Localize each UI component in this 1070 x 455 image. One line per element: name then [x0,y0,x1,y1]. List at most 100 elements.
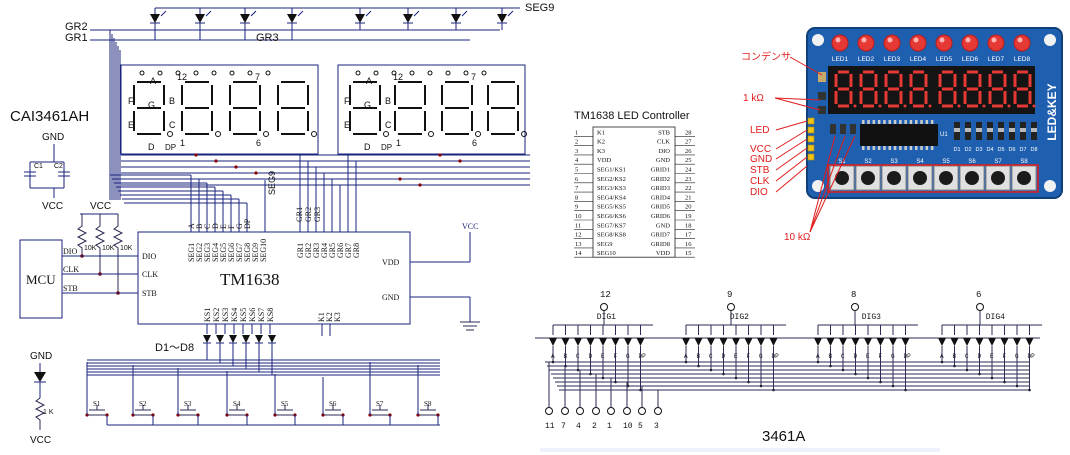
led-diode [150,14,160,23]
chip-pins: SEG1ASEG2BSEG3CSEG4DSEG5ESEG6FSEG7GSEG8D… [187,218,361,336]
board-digit [1013,70,1032,108]
seg-diode [901,338,910,346]
seg-diode [864,338,872,346]
seven-segment-digit [394,81,426,135]
chip-gr-pin: GR6 [336,243,345,258]
pinout-right-num: 16 [685,241,692,248]
pinout-right-name: GRID5 [651,204,670,211]
switch-label: S3 [184,400,192,408]
board-digit [988,70,1007,108]
r1-label: 10K [84,245,97,252]
board-digit [859,70,878,108]
dig-pin: 8 [851,290,856,300]
dig-name: DIG3 [862,313,881,322]
digit-pin-top: 7 [471,72,476,82]
seg-letter-c: C [385,120,392,130]
pinout-right-name: VDD [656,250,670,257]
board-key-label: S3 [890,159,898,165]
pinout-left-num: 6 [575,176,579,183]
seg-diode [707,338,715,346]
seg-letter: DP [772,353,780,360]
seg-diode [889,338,897,346]
chip-seg-top: A [187,223,196,229]
chip-top-gr: GR3 [313,207,322,222]
seg-diode [719,338,728,346]
seg-diode [611,338,620,346]
pullup-vcc-label: VCC [90,201,111,212]
pinout-left-name: SEG2/KS2 [597,176,626,183]
board-led-label: LED3 [884,56,901,63]
chip-seg-top: D [211,223,220,229]
pinout-right-num: 21 [685,194,692,201]
display-3461a-title: 3461A [762,428,805,445]
board-led [1013,34,1031,52]
chip-k-pin: K3 [333,312,342,322]
ann-10k: 10 kΩ [784,232,811,243]
seven-segment-digit [133,81,165,135]
pinout-left-num: 7 [575,185,579,192]
seg-letter-e: E [344,120,350,130]
mcu-label: MCU [26,272,56,287]
board-header [807,117,815,161]
board-digit [909,70,928,108]
seg-diode [988,338,996,346]
pinout-left-name: SEG9 [597,241,613,248]
ann-capacitor: コンデンサ [741,50,791,63]
header-pin [807,117,815,125]
pullup-resistors: VCC 10K 10K 10K [76,201,133,295]
chip-k-pin: K2 [325,312,334,322]
key-diode [242,335,250,343]
pinout-left-name: K1 [597,129,605,136]
digit-pin-top: 12 [393,72,403,82]
board-key-cap [965,171,979,185]
board-led-label: LED5 [936,56,953,63]
seg-diode [732,338,740,346]
pinout-left-num: 12 [575,232,582,239]
pinout-left-num: 8 [575,194,578,201]
chip-ks-pin: KS7 [257,308,266,322]
power-led: GND 1 K VCC [30,351,54,446]
ann-pin-label: VCC [750,144,771,155]
board-digit [938,70,957,108]
seg-letter-d: D [364,142,371,152]
chip-seg-top: B [195,224,204,229]
chip-gr-pin: GR3 [312,243,321,258]
seg-diode [694,338,703,346]
ann-pin-label: STB [750,165,770,176]
cap-vcc-label: VCC [42,201,63,212]
seven-segment-digit [229,81,261,135]
bottom-pin: 1 [607,422,612,431]
seg-diode [599,338,607,346]
c2-label: C2 [54,163,63,170]
led-diode [451,14,461,23]
chip-pin-gnd: GND [382,293,400,302]
board-diode-label: D6 [1008,147,1015,153]
dig-pin: 9 [727,290,732,300]
seg-letter-f: F [128,96,134,106]
led-diode [497,14,507,23]
pinout-left-num: 11 [575,222,581,229]
chip-top-seg9: SEG9 [267,171,277,195]
seg-diode [744,338,753,346]
seg-letter-g: G [364,100,371,110]
board-display [828,66,1035,114]
chip-seg-pin: SEG3 [203,243,212,262]
pinout-right-name: STB [658,129,671,136]
key-diode [268,335,276,343]
chip-pin-clk: CLK [142,270,158,279]
led-diode [287,14,297,23]
header-pin [807,144,815,152]
chip-seg-pin: SEG6 [227,243,236,262]
dig-pin: 12 [600,290,611,300]
chip-ks-pin: KS2 [212,308,221,322]
ann-pin-label: DIO [750,187,768,198]
seg-diode [1025,338,1034,346]
board-key-label: S7 [994,159,1002,165]
digit-pin-bottom: 1 [180,138,185,148]
seg-diode [950,338,959,346]
board-side-label: LED&KEY [1045,83,1059,140]
